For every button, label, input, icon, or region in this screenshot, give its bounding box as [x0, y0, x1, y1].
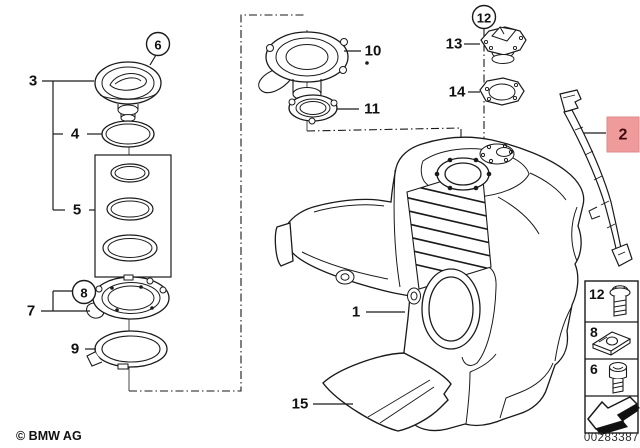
legend-number-12: 12	[589, 286, 605, 302]
cap-o-ring-drawing	[101, 120, 155, 148]
flange-bolt-icon	[609, 285, 631, 317]
tank-front-opening	[407, 268, 481, 350]
retaining-ring-drawing	[86, 330, 168, 370]
callout-part12[interactable]: 12	[477, 11, 491, 26]
fuel-cap-drawing	[94, 61, 162, 122]
callout-part8[interactable]: 8	[80, 286, 87, 301]
document-number: 00283387	[584, 432, 639, 444]
copyright-notice: © BMW AG	[16, 429, 82, 443]
legend-number-6: 6	[590, 361, 598, 377]
clip-nut-icon	[591, 331, 632, 356]
fastener-legend: 12 8 6	[584, 280, 640, 444]
callout-labels: 2 1 3 4 5 7 9 10 11 13 14 15 6 8 12	[27, 4, 640, 413]
fuel-tank-drawing	[274, 136, 585, 432]
locking-collar-drawing	[86, 274, 170, 320]
callout-part2[interactable]: 2	[619, 127, 628, 144]
callout-part13[interactable]: 13	[446, 36, 463, 53]
callout-circle-part8[interactable]: 8	[71, 279, 97, 305]
callout-circle-part6[interactable]: 6	[145, 31, 171, 57]
callout-part5[interactable]: 5	[73, 202, 81, 219]
callout-part4[interactable]: 4	[71, 126, 80, 143]
callout-leader-lines	[41, 43, 606, 405]
highlight-box-part2[interactable]	[606, 116, 640, 153]
trim-strip-drawing	[559, 89, 633, 267]
socket-head-bolt-icon	[608, 361, 628, 394]
lock-ring-drawing	[288, 94, 338, 125]
callout-part6[interactable]: 6	[154, 38, 161, 53]
tank-vent-flange	[479, 143, 515, 165]
callout-circle-part12[interactable]: 12	[471, 4, 497, 30]
seal-kit-box-drawing	[94, 154, 172, 278]
callout-part15[interactable]: 15	[292, 396, 309, 413]
callout-part10[interactable]: 10	[365, 43, 382, 60]
legend-number-8: 8	[590, 324, 598, 340]
callout-part7[interactable]: 7	[27, 303, 35, 320]
underlay-pad-drawing	[322, 352, 452, 432]
vent-valve-drawing	[480, 26, 527, 64]
callout-part14[interactable]: 14	[449, 84, 466, 101]
valve-gasket-drawing	[479, 77, 525, 106]
callout-part3[interactable]: 3	[29, 73, 37, 90]
cap-group-boundary-line	[129, 14, 305, 392]
tank-pump-flange	[434, 157, 492, 191]
callout-part9[interactable]: 9	[71, 341, 79, 358]
callout-part11[interactable]: 11	[364, 101, 380, 118]
callout-part1[interactable]: 1	[352, 304, 360, 321]
direction-arrow-icon	[587, 396, 640, 435]
